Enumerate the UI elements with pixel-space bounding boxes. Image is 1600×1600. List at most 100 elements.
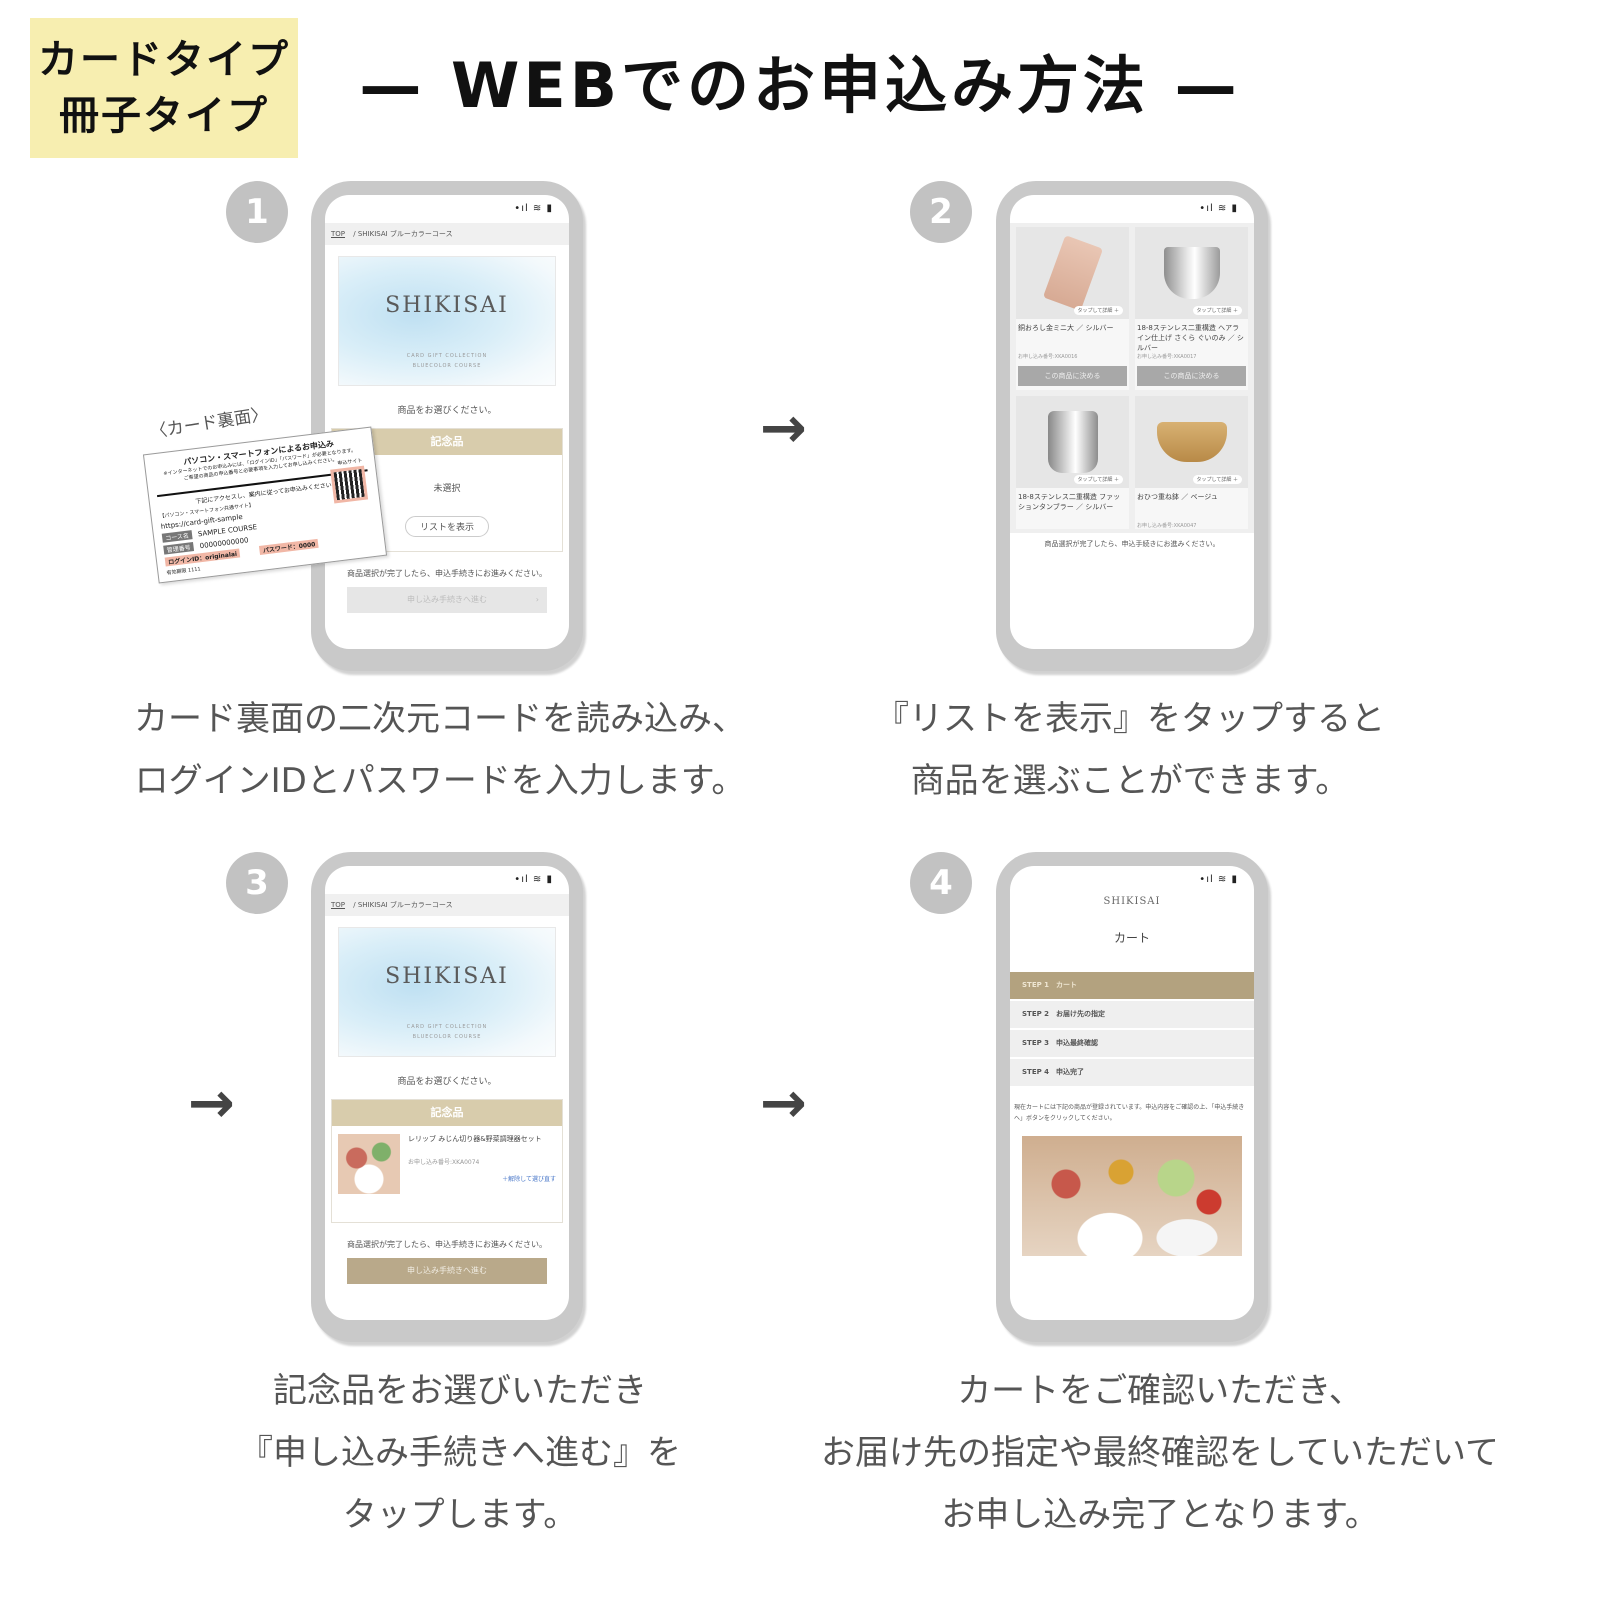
hero-subtitle: CARD GIFT COLLECTION (406, 1024, 488, 1030)
type-label-booklet: 冊子タイプ (59, 93, 269, 139)
phone-screen: •ıl ≋ ▮ SHIKISAI カート STEP 1 カート STEP 2 お… (1010, 866, 1254, 1320)
product-card[interactable]: タップして詳細 ＋ おひつ重ね鉢 ／ ベージュ お申し込み番号:XKA0047 (1135, 396, 1248, 529)
show-list-button[interactable]: リストを表示 (404, 516, 489, 537)
product-card[interactable]: タップして詳細 ＋ 18-8ステンレス二重構造 ヘアライン仕上げ さくら ぐいの… (1135, 227, 1248, 390)
product-image[interactable]: タップして詳細 ＋ (1016, 227, 1129, 319)
card-back: パソコン・スマートフォンによるお申込み ※インターネットでのお申込みには、「ログ… (142, 426, 388, 584)
breadcrumb-current: SHIKISAI ブルーカラーコース (357, 901, 453, 909)
checkout-step-1: STEP 1 カート (1010, 972, 1254, 999)
phone-screen: •ıl ≋ ▮ タップして詳細 ＋ 銅おろし金ミニ大 ／ シルバー お申し込み番… (1010, 195, 1254, 649)
caption-line: タップします。 (342, 1495, 578, 1535)
caption-line: ログインIDとパスワードを入力します。 (134, 761, 746, 801)
caption-line: 『申し込み手続きへ進む』を (239, 1433, 681, 1473)
caption-line: カード裏面の二次元コードを読み込み、 (134, 699, 746, 739)
arrow-right-icon: → (188, 1071, 235, 1136)
select-prompt: 商品をお選びください。 (397, 406, 497, 416)
step-2-caption: 『リストを表示』をタップすると 商品を選ぶことができます。 (780, 688, 1480, 812)
proceed-label: 申し込み手続きへ進む (407, 595, 487, 604)
unselected-text: 未選択 (433, 484, 461, 494)
product-image[interactable]: タップして詳細 ＋ (1135, 396, 1248, 488)
checkout-steps: STEP 1 カート STEP 2 お届け先の指定 STEP 3 申込最終確認 … (1010, 972, 1254, 1086)
caption-line: 商品を選ぶことができます。 (910, 761, 1350, 801)
course-hero-image: SHIKISAI CARD GIFT COLLECTION BLUECOLOR … (339, 928, 555, 1056)
product-image[interactable]: タップして詳細 ＋ (1016, 396, 1129, 488)
checkout-step-3: STEP 3 申込最終確認 (1010, 1030, 1254, 1057)
caption-line: カートをご確認いただき、 (957, 1371, 1363, 1411)
card-back-label: 〈カード裏面〉 (148, 404, 270, 443)
proceed-note: 商品選択が完了したら、申込手続きにお進みください。 (1010, 533, 1254, 549)
status-bar: •ıl ≋ ▮ (1199, 203, 1238, 214)
phone-screen: •ıl ≋ ▮ TOP / SHIKISAI ブルーカラーコース SHIKISA… (325, 866, 569, 1320)
reselect-link[interactable]: ＋解除して選び直す (502, 1176, 556, 1183)
course-hero-image: SHIKISAI CARD GIFT COLLECTION BLUECOLOR … (339, 257, 555, 385)
product-name: 18-8ステンレス二重構造 ヘアライン仕上げ さくら ぐいのみ ／ シルバー (1137, 324, 1244, 352)
cart-title: カート (1113, 931, 1150, 945)
type-label-card: カードタイプ (38, 37, 290, 83)
step-4-number: 4 (910, 852, 972, 914)
step-3-caption: 記念品をお選びいただき 『申し込み手続きへ進む』を タップします。 (100, 1360, 820, 1546)
checkout-step-2: STEP 2 お届け先の指定 (1010, 1001, 1254, 1028)
grater-image (1042, 235, 1103, 311)
checkout-step-4: STEP 4 申込完了 (1010, 1059, 1254, 1086)
breadcrumb: TOP / SHIKISAI ブルーカラーコース (325, 894, 569, 916)
product-image[interactable]: タップして詳細 ＋ (1135, 227, 1248, 319)
breadcrumb: TOP / SHIKISAI ブルーカラーコース (325, 223, 569, 245)
breadcrumb-separator: / (353, 901, 356, 909)
status-bar: •ıl ≋ ▮ (514, 874, 553, 885)
brand-logo: SHIKISAI (385, 293, 509, 318)
product-card[interactable]: タップして詳細 ＋ 銅おろし金ミニ大 ／ シルバー お申し込み番号:XKA001… (1016, 227, 1129, 390)
caption-line: 『リストを表示』をタップすると (875, 699, 1385, 739)
caption-line: お届け先の指定や最終確認をしていただいて (821, 1433, 1499, 1473)
step-2-number: 2 (910, 181, 972, 243)
proceed-note: 商品選択が完了したら、申込手続きにお進みください。 (347, 569, 547, 578)
tap-detail-label[interactable]: タップして詳細 ＋ (1073, 475, 1123, 484)
bowl-image (1156, 422, 1227, 462)
status-bar: •ıl ≋ ▮ (514, 203, 553, 214)
cart-message: 現在カートには下記の商品が登録されています。申込内容をご確認の上、「申込手続きへ… (1014, 1104, 1245, 1122)
arrow-right-icon: → (760, 1071, 807, 1136)
product-code: お申し込み番号:XKA0017 (1137, 354, 1197, 360)
caption-line: お申し込み完了となります。 (941, 1495, 1379, 1535)
proceed-button-disabled: 申し込み手続きへ進む › (347, 587, 547, 613)
phone-step-3: •ıl ≋ ▮ TOP / SHIKISAI ブルーカラーコース SHIKISA… (311, 852, 583, 1342)
product-name: 銅おろし金ミニ大 ／ シルバー (1018, 324, 1114, 332)
gift-box-header: 記念品 (332, 1100, 562, 1126)
brand-logo: SHIKISAI (1103, 896, 1161, 907)
step-1-number: 1 (226, 181, 288, 243)
choose-product-button[interactable]: この商品に決める (1018, 366, 1127, 386)
breadcrumb-top-link[interactable]: TOP (331, 901, 346, 909)
proceed-button[interactable]: 申し込み手続きへ進む (347, 1258, 547, 1284)
product-name: 18-8ステンレス二重構造 ファッションタンブラー ／ シルバー (1018, 493, 1121, 511)
tap-detail-label[interactable]: タップして詳細 ＋ (1073, 306, 1123, 315)
step-4-caption: カートをご確認いただき、 お届け先の指定や最終確認をしていただいて お申し込み完… (760, 1360, 1560, 1546)
product-code: お申し込み番号:XKA0016 (1018, 354, 1078, 360)
tap-detail-label[interactable]: タップして詳細 ＋ (1192, 306, 1242, 315)
proceed-note: 商品選択が完了したら、申込手続きにお進みください。 (347, 1240, 547, 1249)
proceed-label: 申し込み手続きへ進む (407, 1266, 487, 1275)
breadcrumb-current: SHIKISAI ブルーカラーコース (357, 230, 453, 238)
qr-label: 申込サイト (337, 457, 363, 467)
cart-item-image[interactable] (1022, 1136, 1242, 1256)
status-bar: •ıl ≋ ▮ (1199, 874, 1238, 885)
selected-item-info: レリッブ みじん切り器&野菜調理器セット お申し込み番号:XKA0074 ＋解除… (400, 1134, 556, 1214)
selected-item-code: お申し込み番号:XKA0074 (408, 1159, 480, 1166)
cup-image (1163, 247, 1220, 299)
tap-detail-label[interactable]: タップして詳細 ＋ (1192, 475, 1242, 484)
tumbler-image (1047, 411, 1098, 473)
product-grid: タップして詳細 ＋ 銅おろし金ミニ大 ／ シルバー お申し込み番号:XKA001… (1010, 223, 1254, 533)
choose-product-button[interactable]: この商品に決める (1137, 366, 1246, 386)
caption-line: 記念品をお選びいただき (273, 1371, 647, 1411)
hero-course-name: BLUECOLOR COURSE (412, 363, 482, 369)
step-3-number: 3 (226, 852, 288, 914)
product-card[interactable]: タップして詳細 ＋ 18-8ステンレス二重構造 ファッションタンブラー ／ シル… (1016, 396, 1129, 529)
phone-step-4: •ıl ≋ ▮ SHIKISAI カート STEP 1 カート STEP 2 お… (996, 852, 1268, 1342)
breadcrumb-separator: / (353, 230, 356, 238)
phone-screen: •ıl ≋ ▮ TOP / SHIKISAI ブルーカラーコース SHIKISA… (325, 195, 569, 649)
select-prompt: 商品をお選びください。 (397, 1077, 497, 1087)
mgmt-tag: 管理番号 (163, 542, 195, 555)
page-title: — WEBでのお申込み方法 — (359, 49, 1241, 122)
breadcrumb-top-link[interactable]: TOP (331, 230, 346, 238)
qr-code-icon (330, 465, 369, 504)
product-name: おひつ重ね鉢 ／ ベージュ (1137, 493, 1218, 501)
gift-box: 記念品 レリッブ みじん切り器&野菜調理器セット お申し込み番号:XKA0074… (331, 1099, 563, 1223)
